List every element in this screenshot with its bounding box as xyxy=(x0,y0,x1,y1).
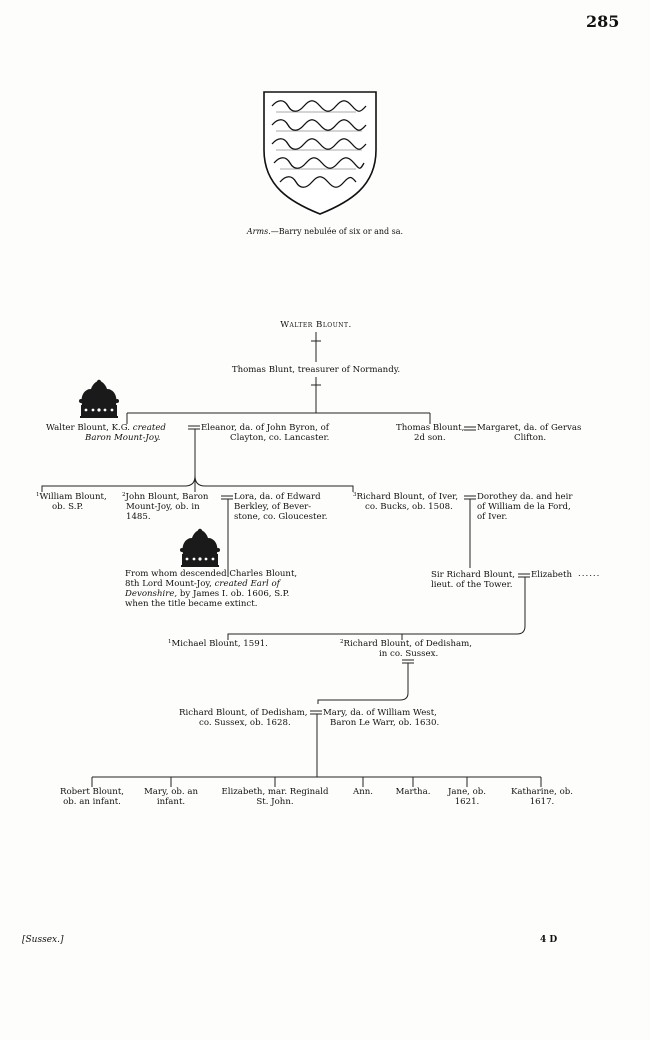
ellipsis-dots: ...... xyxy=(578,569,601,579)
person-john-blount: 2John Blount, Baron xyxy=(122,492,209,502)
person-dorothey: Dorothey da. and heir xyxy=(477,492,573,502)
mary-west-note: Baron Le Warr, ob. 1630. xyxy=(330,718,440,728)
person-margaret: Margaret, da. of Gervas xyxy=(477,423,582,433)
william-blount-note: ob. S.P. xyxy=(52,502,84,512)
person-elizabeth-spouse: Elizabeth xyxy=(531,570,572,580)
child-ann: Ann. xyxy=(352,787,373,797)
dorothey-line3: of Iver. xyxy=(477,512,508,522)
richard-dedisham-place: in co. Sussex. xyxy=(379,649,439,659)
page-number: 285 xyxy=(586,12,620,31)
child-jane: Jane, ob.1621. xyxy=(447,787,487,808)
arms-caption: Arms.—Barry nebulée of six or and sa. xyxy=(246,227,404,236)
coat-of-arms-shield xyxy=(258,86,382,218)
person-eleanor: Eleanor, da. of John Byron, of xyxy=(201,423,329,433)
margaret-family: Clifton. xyxy=(514,433,547,443)
person-sir-richard-blount: Sir Richard Blount, xyxy=(431,570,515,580)
person-william-blount: 1William Blount, xyxy=(36,492,107,502)
lora-line2: Berkley, of Bever- xyxy=(234,502,312,512)
john-blount-line2: Mount-Joy, ob. in xyxy=(126,502,200,512)
child-robert-blount: Robert Blount,ob. an infant. xyxy=(59,787,125,808)
footer-county: [Sussex.] xyxy=(22,935,64,945)
richard-dedisham-son-note: co. Sussex, ob. 1628. xyxy=(199,718,291,728)
note-charles-blount-line2: 8th Lord Mount-Joy, created Earl of xyxy=(125,579,280,589)
child-martha: Martha. xyxy=(395,787,431,797)
coronet-icon xyxy=(79,379,119,418)
lora-line3: stone, co. Gloucester. xyxy=(234,512,328,522)
dorothey-line2: of William de la Ford, xyxy=(477,502,571,512)
sir-richard-office: lieut. of the Tower. xyxy=(431,580,513,590)
note-charles-blount: From whom descended Charles Blount, xyxy=(125,569,298,579)
person-richard-blount-dedisham: 2Richard Blount, of Dedisham, xyxy=(340,639,473,649)
richard-iver-line2: co. Bucks, ob. 1508. xyxy=(365,502,453,512)
thomas-blount-note: 2d son. xyxy=(414,433,446,443)
note-charles-blount-line4: when the title became extinct. xyxy=(125,599,258,609)
person-walter-blount-root: Walter Blount. xyxy=(280,320,352,330)
person-thomas-blunt: Thomas Blunt, treasurer of Normandy. xyxy=(231,365,401,375)
person-richard-blount-iver: 3Richard Blount, of Iver, xyxy=(353,492,459,502)
person-lora: Lora, da. of Edward xyxy=(234,492,321,502)
note-charles-blount-line3: Devonshire, by James I. ob. 1606, S.P. xyxy=(125,589,290,599)
person-walter-blount-kg: Walter Blount, K.G. created xyxy=(46,423,166,433)
footer-signature: 4 D xyxy=(540,935,558,945)
coronet-icon xyxy=(180,528,220,567)
walter-blount-title: Baron Mount-Joy. xyxy=(85,433,161,443)
john-blount-line3: 1485. xyxy=(126,512,151,522)
person-richard-dedisham-son: Richard Blount, of Dedisham, xyxy=(179,708,308,718)
person-thomas-blount-2d: Thomas Blount, xyxy=(396,423,465,433)
person-mary-west: Mary, da. of William West, xyxy=(323,708,437,718)
eleanor-residence: Clayton, co. Lancaster. xyxy=(230,433,330,443)
person-michael-blount: 1Michael Blount, 1591. xyxy=(168,639,268,649)
child-katharine: Katharine, ob.1617. xyxy=(510,787,573,808)
